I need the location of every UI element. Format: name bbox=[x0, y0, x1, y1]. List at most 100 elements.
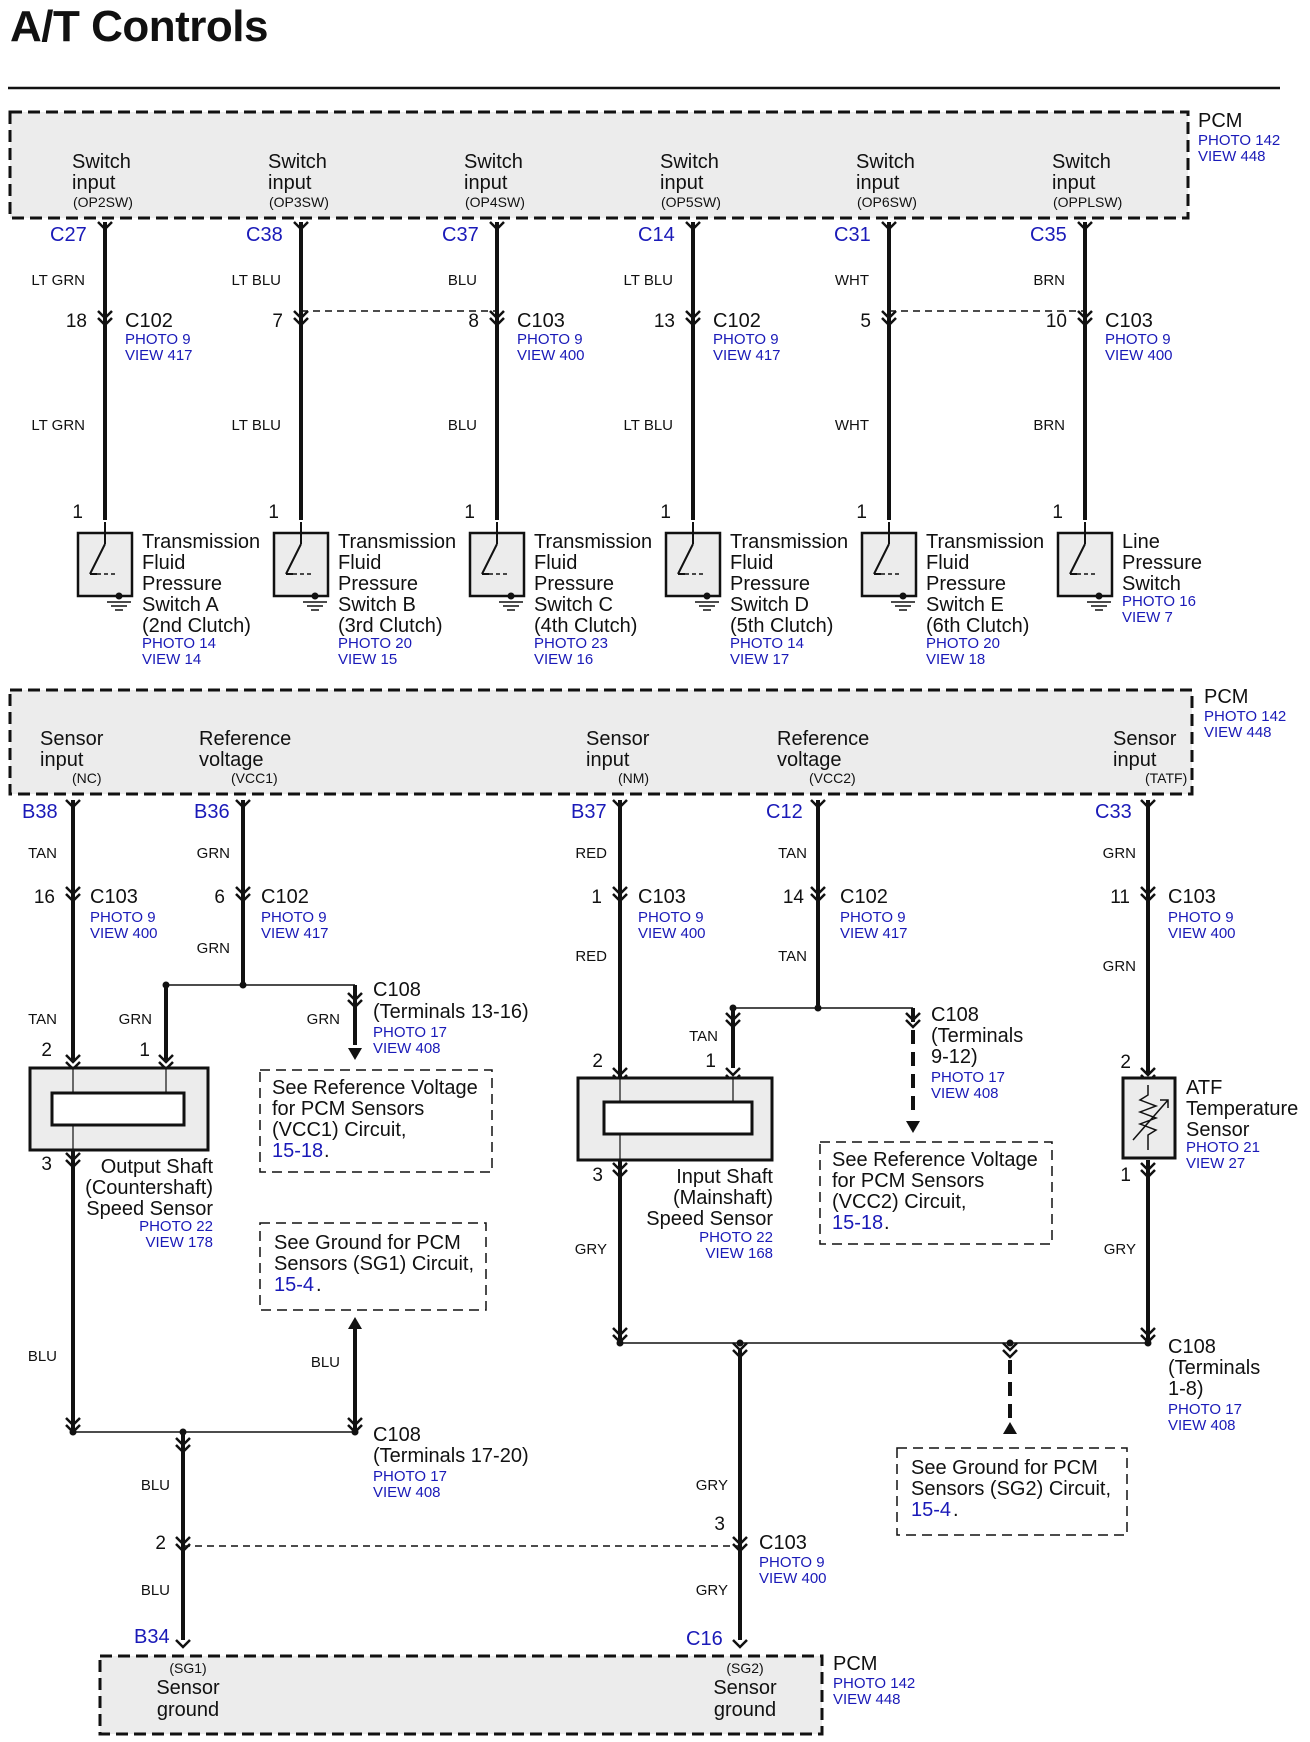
component-name: Input Shaft bbox=[676, 1166, 773, 1188]
connector-id: C103 bbox=[638, 886, 686, 908]
wire-color: GRN bbox=[119, 1011, 152, 1028]
component-name: Speed Sensor bbox=[646, 1208, 773, 1230]
connector-id: C102 bbox=[713, 310, 761, 332]
switch-pin: 1 bbox=[1052, 502, 1063, 523]
connector-chevron bbox=[1140, 886, 1156, 903]
component-photo: PHOTO 14 bbox=[730, 635, 804, 652]
connector-view: VIEW 400 bbox=[638, 925, 706, 942]
reference-note-text: See Reference Voltage bbox=[832, 1149, 1038, 1171]
wire-color: LT BLU bbox=[624, 272, 673, 289]
pcm-view: VIEW 448 bbox=[833, 1691, 901, 1708]
ground-note-text: Sensors (SG1) Circuit, bbox=[274, 1253, 474, 1275]
sensor-ground-label: ground bbox=[714, 1699, 776, 1721]
thermistor-icon bbox=[1132, 1085, 1169, 1150]
connector-chevron bbox=[293, 310, 309, 327]
sensor-input-label: Sensor bbox=[1113, 728, 1177, 750]
connector-view: VIEW 417 bbox=[261, 925, 329, 942]
terminal-number: 7 bbox=[272, 311, 283, 332]
connector-view: VIEW 408 bbox=[1168, 1417, 1236, 1434]
pcm-pin: C12 bbox=[766, 801, 803, 823]
connector-id: C103 bbox=[1168, 886, 1216, 908]
connector-chevron bbox=[881, 310, 897, 327]
wire-color: LT BLU bbox=[232, 272, 281, 289]
switch-label: Switch bbox=[856, 151, 915, 173]
wire-color: TAN bbox=[778, 845, 807, 862]
component-name: Switch bbox=[1122, 573, 1181, 595]
component-name: Speed Sensor bbox=[86, 1198, 213, 1220]
component-photo: PHOTO 22 bbox=[139, 1218, 213, 1235]
splice-dot bbox=[736, 1339, 744, 1347]
ground-dot bbox=[703, 592, 711, 600]
sensor-ground-label: Sensor bbox=[713, 1677, 777, 1699]
connector-view: VIEW 400 bbox=[1105, 347, 1173, 364]
splice-dot bbox=[1006, 1339, 1014, 1347]
sensor-pin: 1 bbox=[139, 1040, 150, 1061]
terminal-number: 2 bbox=[155, 1533, 166, 1554]
pcm-pin: C27 bbox=[50, 224, 87, 246]
component-name: ATF bbox=[1186, 1077, 1222, 1099]
switch-label: input bbox=[660, 172, 704, 194]
pcm-box-top bbox=[8, 110, 1190, 220]
component-view: VIEW 16 bbox=[534, 651, 593, 668]
connector-id: C102 bbox=[261, 886, 309, 908]
component-name: Fluid bbox=[730, 552, 773, 574]
component-name: Switch C bbox=[534, 594, 613, 616]
switch-pin: 1 bbox=[464, 502, 475, 523]
connector-photo: PHOTO 9 bbox=[90, 909, 156, 926]
connector-id: C103 bbox=[759, 1532, 807, 1554]
component-name: (Mainshaft) bbox=[673, 1187, 773, 1209]
pin-fork bbox=[97, 221, 113, 231]
arrow-up-icon bbox=[348, 1317, 362, 1329]
switch-label: input bbox=[1052, 172, 1096, 194]
pin-fork bbox=[881, 221, 897, 231]
connector-chevron bbox=[612, 886, 628, 903]
component-view: VIEW 14 bbox=[142, 651, 201, 668]
component-name: Temperature bbox=[1186, 1098, 1298, 1120]
signal-name: (SG1) bbox=[169, 1660, 206, 1676]
component-name: Pressure bbox=[142, 573, 222, 595]
connector-photo: PHOTO 9 bbox=[840, 909, 906, 926]
sensor-pin: 3 bbox=[592, 1165, 603, 1186]
component-view: VIEW 27 bbox=[1186, 1155, 1245, 1172]
connector-photo: PHOTO 9 bbox=[517, 331, 583, 348]
sensor-ground-label: ground bbox=[157, 1699, 219, 1721]
connector-view: VIEW 400 bbox=[517, 347, 585, 364]
component-view: VIEW 178 bbox=[145, 1234, 213, 1251]
pcm-view: VIEW 448 bbox=[1198, 148, 1266, 165]
component-photo: PHOTO 20 bbox=[338, 635, 412, 652]
reference-link: 15-18 bbox=[832, 1212, 883, 1234]
switch-pin: 1 bbox=[268, 502, 279, 523]
ground-icon bbox=[695, 601, 719, 611]
signal-name: (NM) bbox=[618, 770, 649, 786]
wire-color: GRN bbox=[1103, 958, 1136, 975]
component-name: (3rd Clutch) bbox=[338, 615, 442, 637]
connector-id: C108 bbox=[931, 1004, 979, 1026]
component-view: VIEW 17 bbox=[730, 651, 789, 668]
sensor-input-label: Sensor bbox=[586, 728, 650, 750]
connector-id: C103 bbox=[1105, 310, 1153, 332]
wire-color: GRN bbox=[307, 1011, 340, 1028]
reference-note-text: . bbox=[884, 1212, 890, 1234]
reference-note-box bbox=[819, 1141, 1053, 1245]
ground-icon bbox=[303, 601, 327, 611]
pcm-pin: B37 bbox=[571, 801, 607, 823]
reference-note-text: for PCM Sensors bbox=[272, 1098, 424, 1120]
ground-note-text: See Ground for PCM bbox=[274, 1232, 461, 1254]
component-name: Transmission bbox=[926, 531, 1044, 553]
ground-note-text: . bbox=[316, 1274, 322, 1296]
ground-dot bbox=[115, 592, 123, 600]
connector-id: C103 bbox=[517, 310, 565, 332]
connector-chevron bbox=[175, 1437, 191, 1454]
wire-color: TAN bbox=[28, 1011, 57, 1028]
pin-fork bbox=[685, 221, 701, 231]
connector-chevron bbox=[97, 310, 113, 327]
pcm-pin: C37 bbox=[442, 224, 479, 246]
terminal-number: 14 bbox=[783, 887, 805, 908]
sensor-pin: 1 bbox=[1120, 1165, 1131, 1186]
pcm-pin: C38 bbox=[246, 224, 283, 246]
component-view: VIEW 18 bbox=[926, 651, 985, 668]
component-name: (2nd Clutch) bbox=[142, 615, 251, 637]
page-title: A/T Controls bbox=[10, 2, 268, 51]
component-view: VIEW 15 bbox=[338, 651, 397, 668]
connector-photo: PHOTO 9 bbox=[1168, 909, 1234, 926]
